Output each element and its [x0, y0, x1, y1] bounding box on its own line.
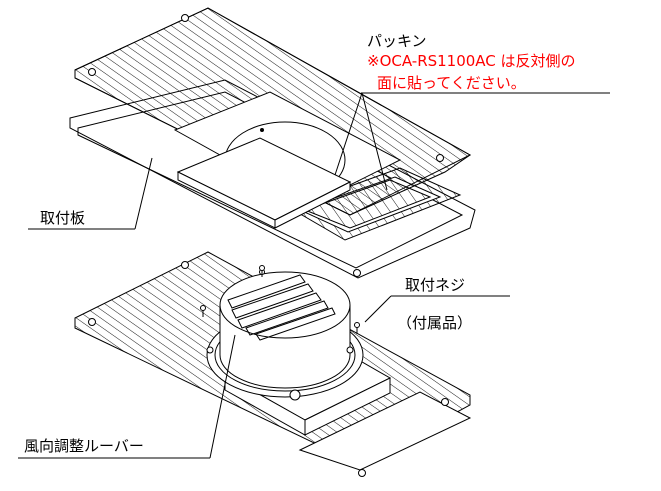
label-louver: 風向調整ルーバー	[24, 437, 144, 455]
label-mounting-screw: 取付ネジ	[405, 276, 466, 294]
label-packing: パッキン	[367, 32, 427, 50]
leader-lines	[18, 92, 610, 459]
label-mounting-plate: 取付板	[40, 209, 86, 227]
wind-direction-louver	[206, 269, 364, 401]
label-accessory: （付属品）	[397, 314, 473, 332]
mounting-screws	[200, 265, 360, 334]
label-note-line2: 面に貼ってください。	[377, 74, 526, 92]
top-plate	[74, 7, 472, 277]
label-note-line1: ※OCA-RS1100AC は反対側の	[367, 52, 576, 70]
